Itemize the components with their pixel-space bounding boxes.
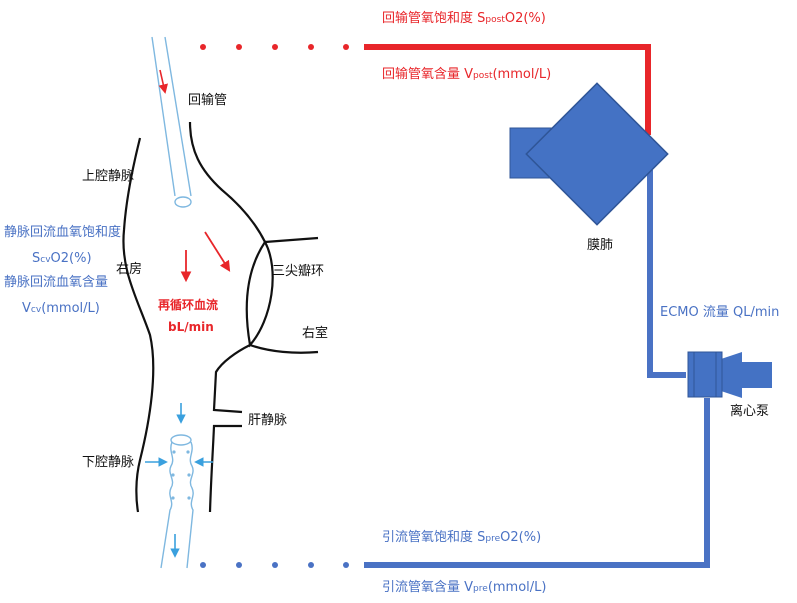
pump-label: 离心泵 bbox=[730, 404, 770, 419]
svc-left-wall bbox=[122, 137, 155, 513]
right-ventricle-label: 右室 bbox=[302, 326, 329, 341]
oxygenator-label: 膜肺 bbox=[587, 238, 614, 253]
return-cannula bbox=[151, 36, 192, 197]
return-tube bbox=[364, 44, 651, 135]
return-flow-arrow bbox=[158, 69, 168, 94]
hepatic-vein-label: 肝静脉 bbox=[248, 413, 288, 428]
tricuspid-ring bbox=[245, 239, 274, 348]
venous-content-title: 静脉回流血氧含量 bbox=[4, 275, 109, 290]
right-atrium-label: 右房 bbox=[116, 262, 143, 277]
pump-outlet bbox=[718, 352, 742, 398]
return-dotted-line bbox=[200, 44, 349, 50]
drain-content-label: 引流管氧含量 Vpre(mmol/L) bbox=[382, 580, 547, 595]
venous-saturation-symbol: ScvO2(%) bbox=[32, 251, 92, 266]
rv-upper-line bbox=[264, 236, 319, 244]
return-content-label: 回输管氧含量 Vpost(mmol/L) bbox=[382, 67, 552, 82]
tricuspid-label: 三尖瓣环 bbox=[272, 264, 325, 279]
recirculation-unit: bL/min bbox=[168, 320, 214, 334]
oxygenator-body bbox=[525, 82, 669, 226]
return-saturation-label: 回输管氧饱和度 SpostO2(%) bbox=[382, 11, 546, 26]
rv-lower-line bbox=[249, 343, 319, 354]
pump-body bbox=[687, 351, 723, 398]
recirculation-arrow-diag bbox=[204, 231, 231, 272]
drain-saturation-label: 引流管氧饱和度 SpreO2(%) bbox=[382, 530, 542, 545]
ivc-right-wall bbox=[212, 344, 251, 414]
recirculation-label: 再循环血流 bbox=[158, 298, 219, 312]
atrium-right-wall bbox=[188, 121, 266, 243]
venous-content-symbol: Vcv(mmol/L) bbox=[22, 301, 100, 316]
drainage-dotted-line bbox=[200, 562, 349, 568]
drainage-cannula bbox=[160, 441, 194, 569]
hepatic-vein-wall bbox=[208, 424, 242, 513]
ecmo-flow-label: ECMO 流量 QL/min bbox=[660, 305, 780, 320]
return-cannula-label: 回输管 bbox=[188, 93, 228, 108]
pump-pipe bbox=[740, 362, 772, 388]
oxygenator-to-pump-tube bbox=[647, 170, 686, 378]
drainage-cannula-tip bbox=[170, 434, 192, 446]
venous-saturation-title: 静脉回流血氧饱和度 bbox=[4, 225, 122, 240]
pump-to-drainage-tube bbox=[364, 398, 710, 568]
ivc-label: 下腔静脉 bbox=[82, 455, 135, 470]
return-cannula-tip bbox=[174, 196, 192, 208]
svc-label: 上腔静脉 bbox=[82, 169, 135, 184]
